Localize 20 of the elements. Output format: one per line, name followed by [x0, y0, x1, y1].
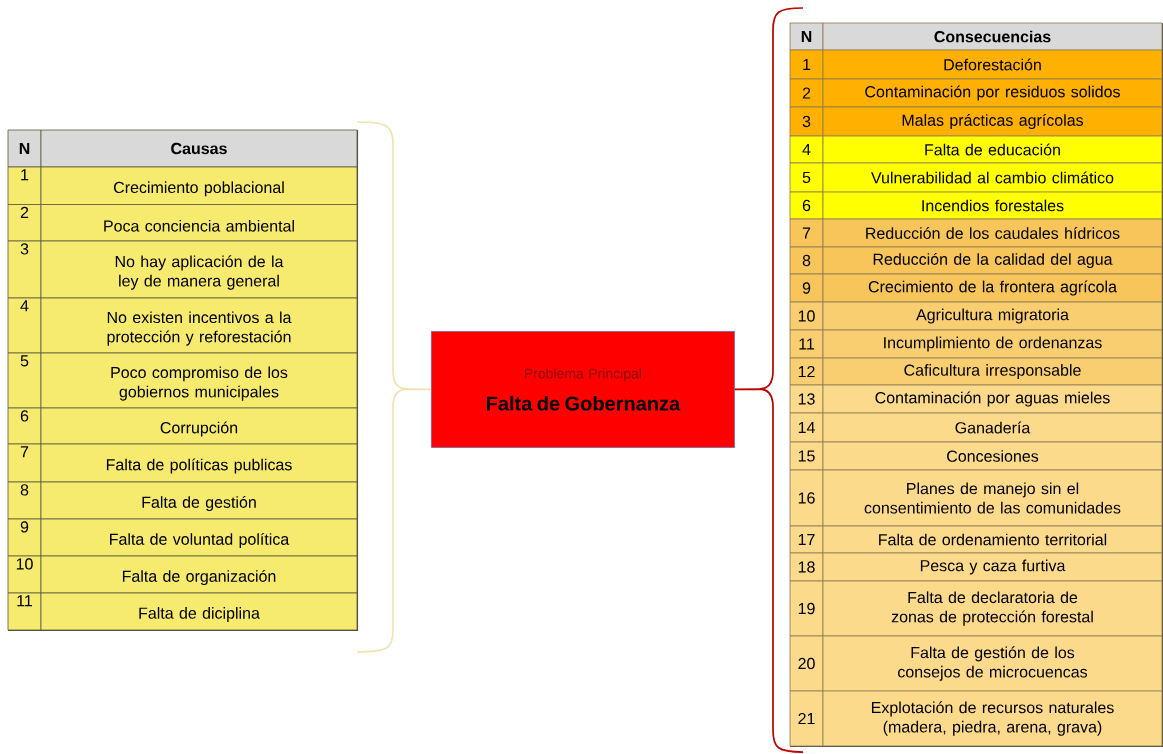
table-cell: 10	[789, 301, 824, 331]
table-cell: 7	[7, 443, 42, 483]
table-cell: 4	[7, 297, 42, 354]
table-cell: 7	[789, 218, 824, 248]
table-cell: 9	[789, 273, 824, 303]
table-cell: 6	[7, 407, 42, 445]
table-cell: 3	[7, 240, 42, 299]
table-cell: 2	[789, 78, 824, 108]
table-cell: 13	[789, 384, 824, 414]
table-cell: 19	[789, 580, 824, 637]
brace	[733, 7, 804, 753]
problem-box: Problema Principal Falta de Gobernanza	[431, 331, 735, 448]
table-cell: 18	[789, 552, 824, 582]
table-cell: 11	[789, 329, 824, 359]
table-cell: 11	[7, 592, 42, 631]
table-cell: 1	[7, 166, 42, 205]
table-cell: 15	[789, 441, 824, 471]
table-cell: 5	[7, 352, 42, 409]
table-cell: 21	[789, 690, 824, 747]
table-cell: 20	[789, 635, 824, 692]
